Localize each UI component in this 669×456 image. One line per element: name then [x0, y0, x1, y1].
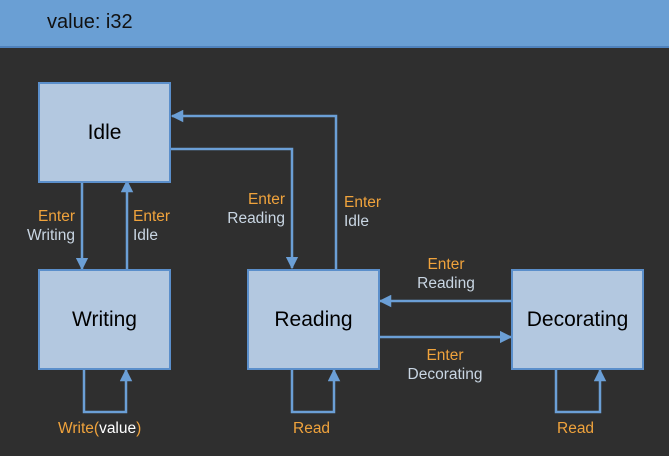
label-self-loop-writing: Write(value)	[58, 420, 141, 438]
label-reading-to-idle: Enter Idle	[344, 193, 381, 231]
action-label: Read	[293, 420, 331, 437]
state-reading[interactable]: Reading	[247, 269, 380, 370]
paren-open: (	[93, 420, 100, 437]
label-reading-to-decorating: Enter Decorating	[390, 346, 500, 384]
label-self-loop-decorating: Read	[557, 420, 594, 438]
label-writing-to-idle: Enter Idle	[133, 207, 170, 245]
event-label: Enter	[247, 191, 285, 208]
param-label: value	[99, 420, 137, 437]
paren-close: )	[136, 420, 142, 437]
self-loop-reading	[290, 368, 341, 414]
state-idle[interactable]: Idle	[38, 82, 171, 183]
target-label: Idle	[133, 227, 158, 244]
target-label: Reading	[417, 275, 475, 292]
state-writing[interactable]: Writing	[38, 269, 171, 370]
state-writing-label: Writing	[72, 307, 137, 331]
target-label: Reading	[227, 210, 285, 227]
event-label: Enter	[427, 256, 465, 273]
label-decorating-to-reading: Enter Reading	[396, 255, 496, 293]
label-idle-to-reading: Enter Reading	[205, 190, 285, 228]
arrow-idle-to-reading	[171, 147, 299, 270]
event-label: Enter	[133, 208, 171, 225]
self-loop-writing	[82, 368, 133, 414]
action-label: Write	[58, 420, 94, 437]
header-bar: value: i32	[0, 0, 669, 48]
event-label: Enter	[426, 347, 464, 364]
action-label: Read	[557, 420, 595, 437]
label-self-loop-reading: Read	[293, 420, 330, 438]
header-title: value: i32	[47, 11, 133, 33]
label-idle-to-writing: Enter Writing	[10, 207, 75, 245]
target-label: Idle	[344, 213, 369, 230]
state-reading-label: Reading	[274, 307, 353, 331]
state-decorating-label: Decorating	[526, 307, 629, 331]
target-label: Writing	[27, 227, 75, 244]
event-label: Enter	[37, 208, 75, 225]
arrow-reading-to-idle	[170, 109, 338, 269]
state-decorating[interactable]: Decorating	[511, 269, 644, 370]
state-idle-label: Idle	[87, 120, 122, 144]
event-label: Enter	[344, 194, 382, 211]
target-label: Decorating	[407, 366, 483, 383]
self-loop-decorating	[554, 368, 607, 414]
